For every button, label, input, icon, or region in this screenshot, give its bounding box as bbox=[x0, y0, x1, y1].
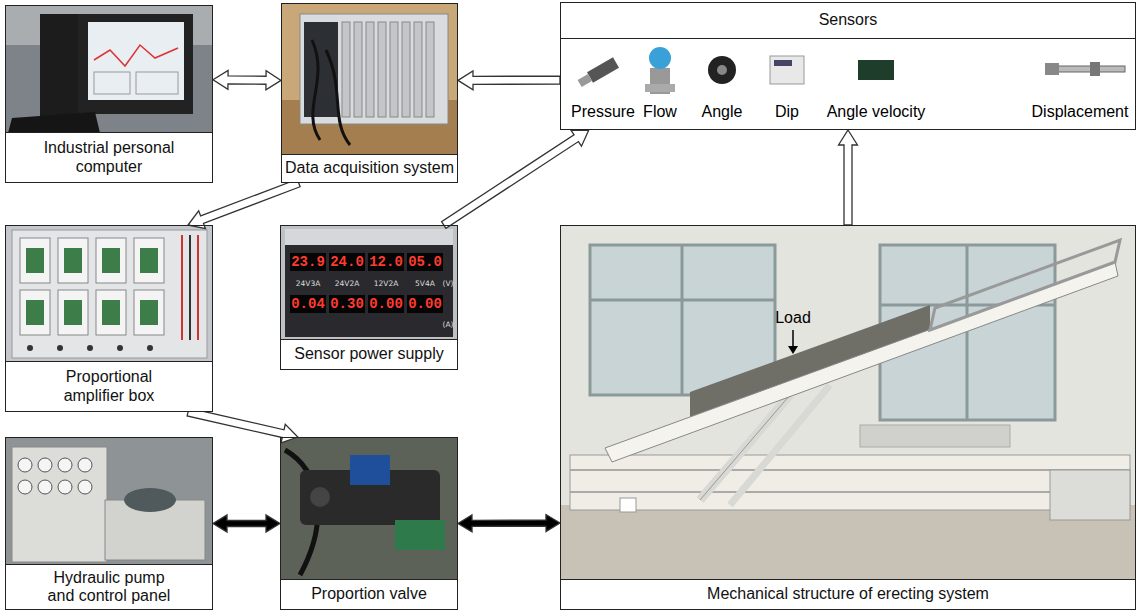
display-reading: 24.0 bbox=[330, 254, 364, 270]
signal-arrow bbox=[839, 130, 858, 225]
caption-bar: Industrial personal computer bbox=[6, 132, 212, 182]
photo-box: Hydraulic pump and control panel bbox=[5, 437, 213, 610]
caption-bar: Proportion valve bbox=[281, 579, 457, 609]
daq-photo bbox=[281, 3, 458, 155]
caption-bar: Mechanical structure of erecting system bbox=[561, 579, 1135, 609]
display-reading: 0.00 bbox=[408, 296, 442, 312]
sensor-name: Displacement bbox=[1032, 103, 1129, 121]
display-legend: 12V2A bbox=[374, 279, 399, 288]
photo-box: Mechanical structure of erecting system bbox=[560, 225, 1136, 610]
sensor-name: Angle velocity bbox=[827, 103, 926, 121]
display-legend: (A) bbox=[443, 320, 454, 329]
caption-bar: Hydraulic pump and control panel bbox=[6, 564, 212, 609]
display-legend: 24V3A bbox=[296, 279, 321, 288]
caption-text: Proportion valve bbox=[311, 585, 427, 603]
caption-text: Mechanical structure of erecting system bbox=[707, 585, 989, 603]
flow-arrow bbox=[458, 515, 560, 532]
sensor-icons bbox=[577, 47, 1125, 94]
sensor-name: Angle bbox=[702, 103, 743, 121]
sensor-name: Pressure bbox=[571, 103, 635, 121]
amplifier-photo bbox=[5, 225, 213, 362]
signal-arrow bbox=[458, 71, 560, 90]
caption-text: Proportional amplifier box bbox=[44, 368, 174, 405]
valve-photo bbox=[280, 437, 458, 580]
sensor-name: Flow bbox=[643, 103, 677, 121]
computer-photo bbox=[5, 5, 213, 135]
caption-bar: Sensor power supply bbox=[281, 339, 457, 369]
display-legend: 24V2A bbox=[335, 279, 360, 288]
erecting-system-photo bbox=[560, 225, 1136, 580]
sensor-name: Dip bbox=[775, 103, 799, 121]
flow-arrow bbox=[213, 515, 280, 532]
display-reading: 12.0 bbox=[369, 254, 403, 270]
signal-arrow bbox=[188, 179, 300, 228]
display-legend: 5V4A bbox=[415, 279, 435, 288]
display-legend: (V) bbox=[443, 279, 454, 288]
display-reading: 0.30 bbox=[330, 296, 364, 312]
callout-label: Load bbox=[775, 309, 811, 327]
caption-text: Sensors bbox=[819, 11, 878, 29]
caption-bar: Data acquisition system bbox=[282, 154, 457, 182]
display-reading: 05.0 bbox=[408, 254, 442, 270]
caption-bar: Sensors bbox=[561, 3, 1135, 39]
photo-box: Industrial personal computer bbox=[5, 5, 213, 183]
caption-text: Industrial personal computer bbox=[29, 139, 189, 176]
photo-box: Data acquisition system bbox=[281, 3, 458, 183]
photo-box: Proportional amplifier box bbox=[5, 225, 213, 412]
leader-arrowhead bbox=[788, 346, 798, 354]
leader-line bbox=[792, 330, 794, 347]
power-supply-photo bbox=[280, 225, 458, 340]
photo-box: Proportion valve bbox=[280, 437, 458, 610]
signal-arrow bbox=[442, 130, 589, 228]
display-reading: 0.04 bbox=[291, 296, 325, 312]
signal-arrow bbox=[213, 70, 281, 89]
caption-text: Sensor power supply bbox=[294, 345, 443, 363]
caption-text: Hydraulic pump and control panel bbox=[39, 569, 179, 606]
caption-bar: Proportional amplifier box bbox=[6, 361, 212, 411]
display-reading: 23.9 bbox=[291, 254, 325, 270]
caption-text: Data acquisition system bbox=[285, 159, 454, 177]
display-reading: 0.00 bbox=[369, 296, 403, 312]
hydraulic-photo bbox=[5, 437, 213, 568]
